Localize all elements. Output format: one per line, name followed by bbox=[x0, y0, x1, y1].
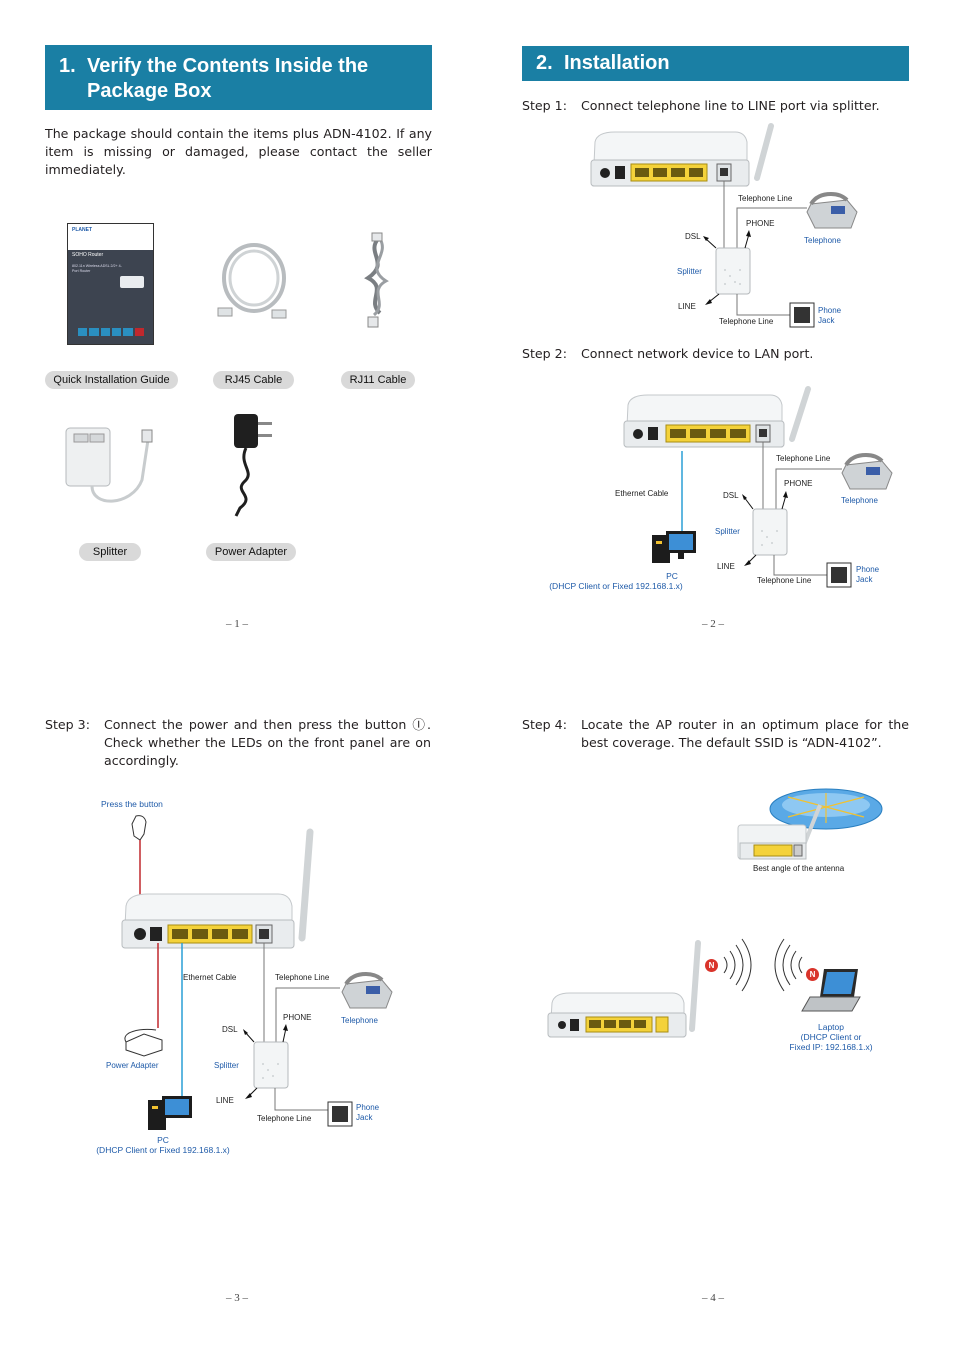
power-adapter-image bbox=[234, 414, 272, 517]
s1-line: LINE bbox=[678, 302, 696, 311]
section-1-number: 1. bbox=[59, 55, 76, 77]
s3-dsl: DSL bbox=[222, 1025, 238, 1034]
section-2-number: 2. bbox=[536, 52, 553, 74]
s2-telephone-line-top: Telephone Line bbox=[776, 454, 831, 463]
s2-splitter: Splitter bbox=[715, 527, 740, 536]
step-1-diagram bbox=[590, 123, 858, 328]
item-label-rj11: RJ11 Cable bbox=[341, 371, 415, 389]
guide-subtitle: 802.11n Wireless ADSL 2/2+ 4-Port Router bbox=[72, 264, 122, 273]
step-2-diagram bbox=[623, 386, 893, 588]
s3-telephone: Telephone bbox=[341, 1016, 378, 1025]
s1-telephone-line-bottom: Telephone Line bbox=[719, 317, 774, 326]
page-number-3: – 3 – bbox=[226, 1292, 248, 1304]
s2-ethernet-cable: Ethernet Cable bbox=[615, 489, 669, 498]
s3-ethernet-cable: Ethernet Cable bbox=[183, 973, 237, 982]
best-angle-caption: Best angle of the antenna bbox=[753, 864, 845, 873]
s3-press-button: Press the button bbox=[101, 799, 163, 809]
s1-dsl: DSL bbox=[685, 232, 701, 241]
section-1-title-line1: Verify the Contents Inside the bbox=[87, 55, 369, 77]
laptop-label: Laptop bbox=[818, 1022, 844, 1032]
page-number-4: – 4 – bbox=[702, 1292, 724, 1304]
antenna-angle-diagram bbox=[737, 788, 883, 860]
guide-booklet: PLANET SOHO Router 802.11n Wireless ADSL… bbox=[67, 223, 154, 345]
section-2-title: Installation bbox=[564, 52, 670, 74]
page-number-1: – 1 – bbox=[226, 618, 248, 630]
guide-title: SOHO Router bbox=[72, 252, 104, 258]
step-2-label: Step 2: bbox=[522, 346, 567, 361]
s3-splitter: Splitter bbox=[214, 1061, 239, 1070]
s1-phone-port: PHONE bbox=[746, 219, 775, 228]
s2-pc-note: (DHCP Client or Fixed 192.168.1.x) bbox=[549, 581, 683, 591]
item-label-splitter: Splitter bbox=[79, 543, 141, 561]
intro-paragraph: The package should contain the items plu… bbox=[45, 126, 432, 177]
s2-phone-port: PHONE bbox=[784, 479, 813, 488]
n-badge-router: N bbox=[705, 959, 718, 972]
rj45-cable-image bbox=[217, 243, 287, 319]
s2-dsl: DSL bbox=[723, 491, 739, 500]
splitter-image bbox=[65, 427, 153, 503]
guide-brand: PLANET bbox=[72, 227, 92, 233]
step-3-label: Step 3: bbox=[45, 717, 90, 732]
section-2-header: 2. Installation bbox=[522, 46, 909, 81]
s3-phone-port: PHONE bbox=[283, 1013, 312, 1022]
s1-telephone: Telephone bbox=[804, 236, 841, 245]
step-1-text: Connect telephone line to LINE port via … bbox=[581, 98, 880, 113]
s2-telephone: Telephone bbox=[841, 496, 878, 505]
laptop-note-2: Fixed IP: 192.168.1.x) bbox=[789, 1042, 873, 1052]
step-4-label: Step 4: bbox=[522, 717, 567, 732]
page-number-2: – 2 – bbox=[702, 618, 724, 630]
s3-pc: PC bbox=[157, 1135, 169, 1145]
step-2-text: Connect network device to LAN port. bbox=[581, 346, 814, 361]
item-label-adapter: Power Adapter bbox=[206, 543, 296, 561]
s2-line: LINE bbox=[717, 562, 735, 571]
s1-phone-jack-2: Jack bbox=[818, 316, 835, 325]
section-1-title-line2: Package Box bbox=[87, 80, 212, 102]
section-1-header: 1. Verify the Contents Inside the Packag… bbox=[45, 45, 432, 110]
s1-splitter: Splitter bbox=[677, 267, 702, 276]
wireless-diagram bbox=[547, 938, 861, 1038]
s3-phone-jack-1: Phone bbox=[356, 1103, 380, 1112]
s2-phone-jack-2: Jack bbox=[856, 575, 873, 584]
s1-telephone-line-top: Telephone Line bbox=[738, 194, 793, 203]
s3-power-adapter: Power Adapter bbox=[106, 1061, 159, 1070]
item-label-rj45: RJ45 Cable bbox=[213, 371, 294, 389]
s2-pc: PC bbox=[666, 571, 678, 581]
s2-phone-jack-1: Phone bbox=[856, 565, 880, 574]
step-3-text: Connect the power and then press the but… bbox=[104, 717, 431, 768]
rj11-cable-image bbox=[364, 232, 389, 328]
step-3-diagram bbox=[121, 815, 393, 1130]
laptop-note-1: (DHCP Client or bbox=[800, 1032, 862, 1042]
step-4-text: Locate the AP router in an optimum place… bbox=[581, 717, 909, 750]
s3-telephone-line-top: Telephone Line bbox=[275, 973, 330, 982]
step-1-label: Step 1: bbox=[522, 98, 567, 113]
item-label-qig: Quick Installation Guide bbox=[45, 371, 178, 389]
s3-pc-note: (DHCP Client or Fixed 192.168.1.x) bbox=[96, 1145, 230, 1155]
s1-phone-jack-1: Phone bbox=[818, 306, 842, 315]
s3-telephone-line-bottom: Telephone Line bbox=[257, 1114, 312, 1123]
n-badge-laptop: N bbox=[806, 968, 819, 981]
s3-phone-jack-2: Jack bbox=[356, 1113, 373, 1122]
s3-line: LINE bbox=[216, 1096, 234, 1105]
s2-telephone-line-bottom: Telephone Line bbox=[757, 576, 812, 585]
